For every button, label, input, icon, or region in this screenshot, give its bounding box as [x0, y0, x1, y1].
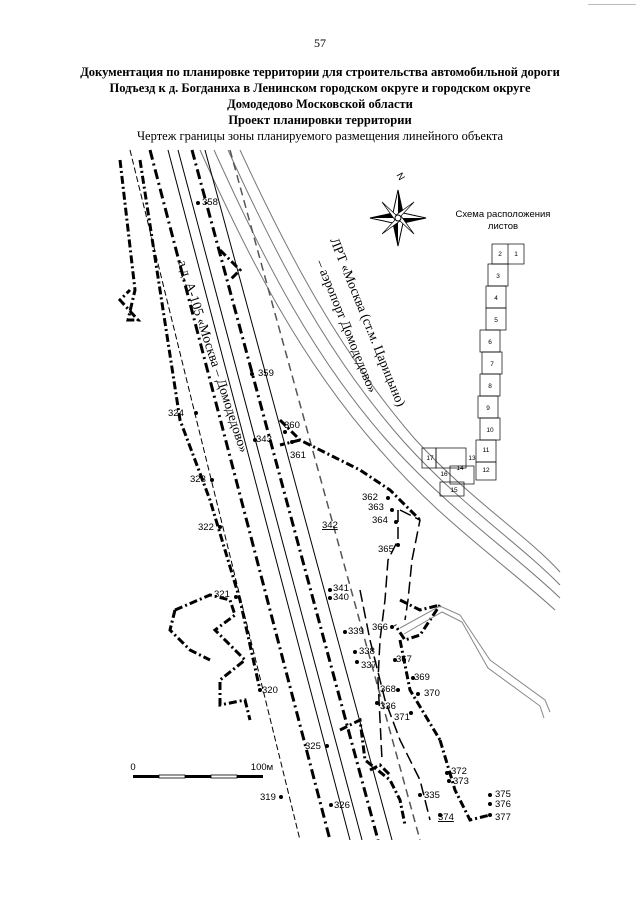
- point-label-underlined: 374: [438, 812, 454, 823]
- point-label: 337: [361, 660, 377, 671]
- point-label: 358: [202, 197, 218, 208]
- svg-text:17: 17: [426, 455, 434, 462]
- svg-text:12: 12: [482, 467, 490, 474]
- point-label: 376: [495, 799, 511, 810]
- point-label: 359: [258, 368, 274, 379]
- point-label: 371: [394, 712, 410, 723]
- svg-text:2: 2: [498, 251, 502, 258]
- header-line-1: Документация по планировке территории дл…: [80, 65, 560, 79]
- point-label: 324: [168, 408, 184, 419]
- svg-text:11: 11: [483, 447, 490, 454]
- svg-text:9: 9: [486, 405, 490, 412]
- svg-text:5: 5: [494, 317, 498, 324]
- document-header: Документация по планировке территории дл…: [20, 64, 620, 144]
- point-label: 369: [414, 672, 430, 683]
- svg-text:6: 6: [488, 339, 492, 346]
- scale-start: 0: [130, 762, 135, 773]
- sheet-layout-scheme: [421, 243, 525, 497]
- point-label: 372: [451, 766, 467, 777]
- point-label: 365: [378, 544, 394, 555]
- scale-end: 100м: [251, 762, 273, 773]
- point-label: 368: [380, 684, 396, 695]
- point-label: 323: [190, 474, 206, 485]
- page-number: 57: [314, 36, 326, 50]
- edge-mark: [588, 4, 636, 5]
- svg-text:3: 3: [496, 273, 500, 280]
- svg-text:15: 15: [450, 487, 458, 494]
- point-label: 340: [333, 592, 349, 603]
- planning-map: N 0 100м а.д. А-105 «Москва – Домодедово…: [117, 149, 561, 840]
- scheme-title: Схема расположения листов: [455, 209, 551, 232]
- point-label: 375: [495, 789, 511, 800]
- road-label: а.д. А-105 «Москва – Домодедово»: [175, 258, 251, 454]
- header-line-3: Домодедово Московской области: [227, 97, 413, 111]
- linear-object: [359, 509, 431, 821]
- point-labels: 358 359 360 361 343 324 323 322 342 362 …: [168, 197, 511, 823]
- point-label: 322: [198, 522, 214, 533]
- compass-rose-icon: [369, 189, 427, 247]
- point-label: 336: [380, 701, 396, 712]
- svg-text:10: 10: [486, 427, 494, 434]
- point-label: 319: [260, 792, 276, 803]
- point-label: 321: [214, 589, 230, 600]
- point-label: 360: [284, 420, 300, 431]
- ramp-road: [399, 605, 551, 719]
- point-label: 364: [372, 515, 388, 526]
- point-label: 326: [334, 800, 350, 811]
- railway-lines: [199, 149, 561, 611]
- compass-label: N: [394, 171, 407, 183]
- point-markers: [194, 201, 492, 817]
- svg-text:8: 8: [488, 383, 492, 390]
- svg-text:16: 16: [440, 471, 448, 478]
- point-label-underlined: 342: [322, 520, 338, 531]
- header-line-5: Чертеж границы зоны планируемого размеще…: [136, 129, 504, 143]
- header-line-4: Проект планировки территории: [228, 113, 412, 127]
- point-label: 361: [290, 450, 306, 461]
- point-label: 320: [262, 685, 278, 696]
- point-label: 363: [368, 502, 384, 513]
- scale-bar: 0 100м: [130, 762, 273, 779]
- point-label: 339: [348, 626, 364, 637]
- point-label: 367: [396, 654, 412, 665]
- point-label: 325: [305, 741, 321, 752]
- svg-text:13: 13: [468, 455, 476, 462]
- point-label: 370: [424, 688, 440, 699]
- svg-text:4: 4: [494, 295, 498, 302]
- point-label: 373: [453, 776, 469, 787]
- svg-text:14: 14: [456, 465, 464, 472]
- sheet-numbers: 1 2 3 4 5 6 7 8 9 10 11 12 13 14 15 16 1…: [426, 251, 518, 494]
- svg-text:1: 1: [514, 251, 518, 258]
- zone-boundary: [117, 159, 491, 826]
- point-label: 335: [424, 790, 440, 801]
- svg-text:7: 7: [490, 361, 494, 368]
- header-line-2: Подъезд к д. Богданиха в Ленинском город…: [109, 81, 531, 95]
- point-label: 377: [495, 812, 511, 823]
- point-label: 338: [359, 646, 375, 657]
- point-label: 362: [362, 492, 378, 503]
- point-label: 341: [333, 583, 349, 594]
- point-label: 366: [372, 622, 388, 633]
- point-label: 343: [256, 434, 272, 445]
